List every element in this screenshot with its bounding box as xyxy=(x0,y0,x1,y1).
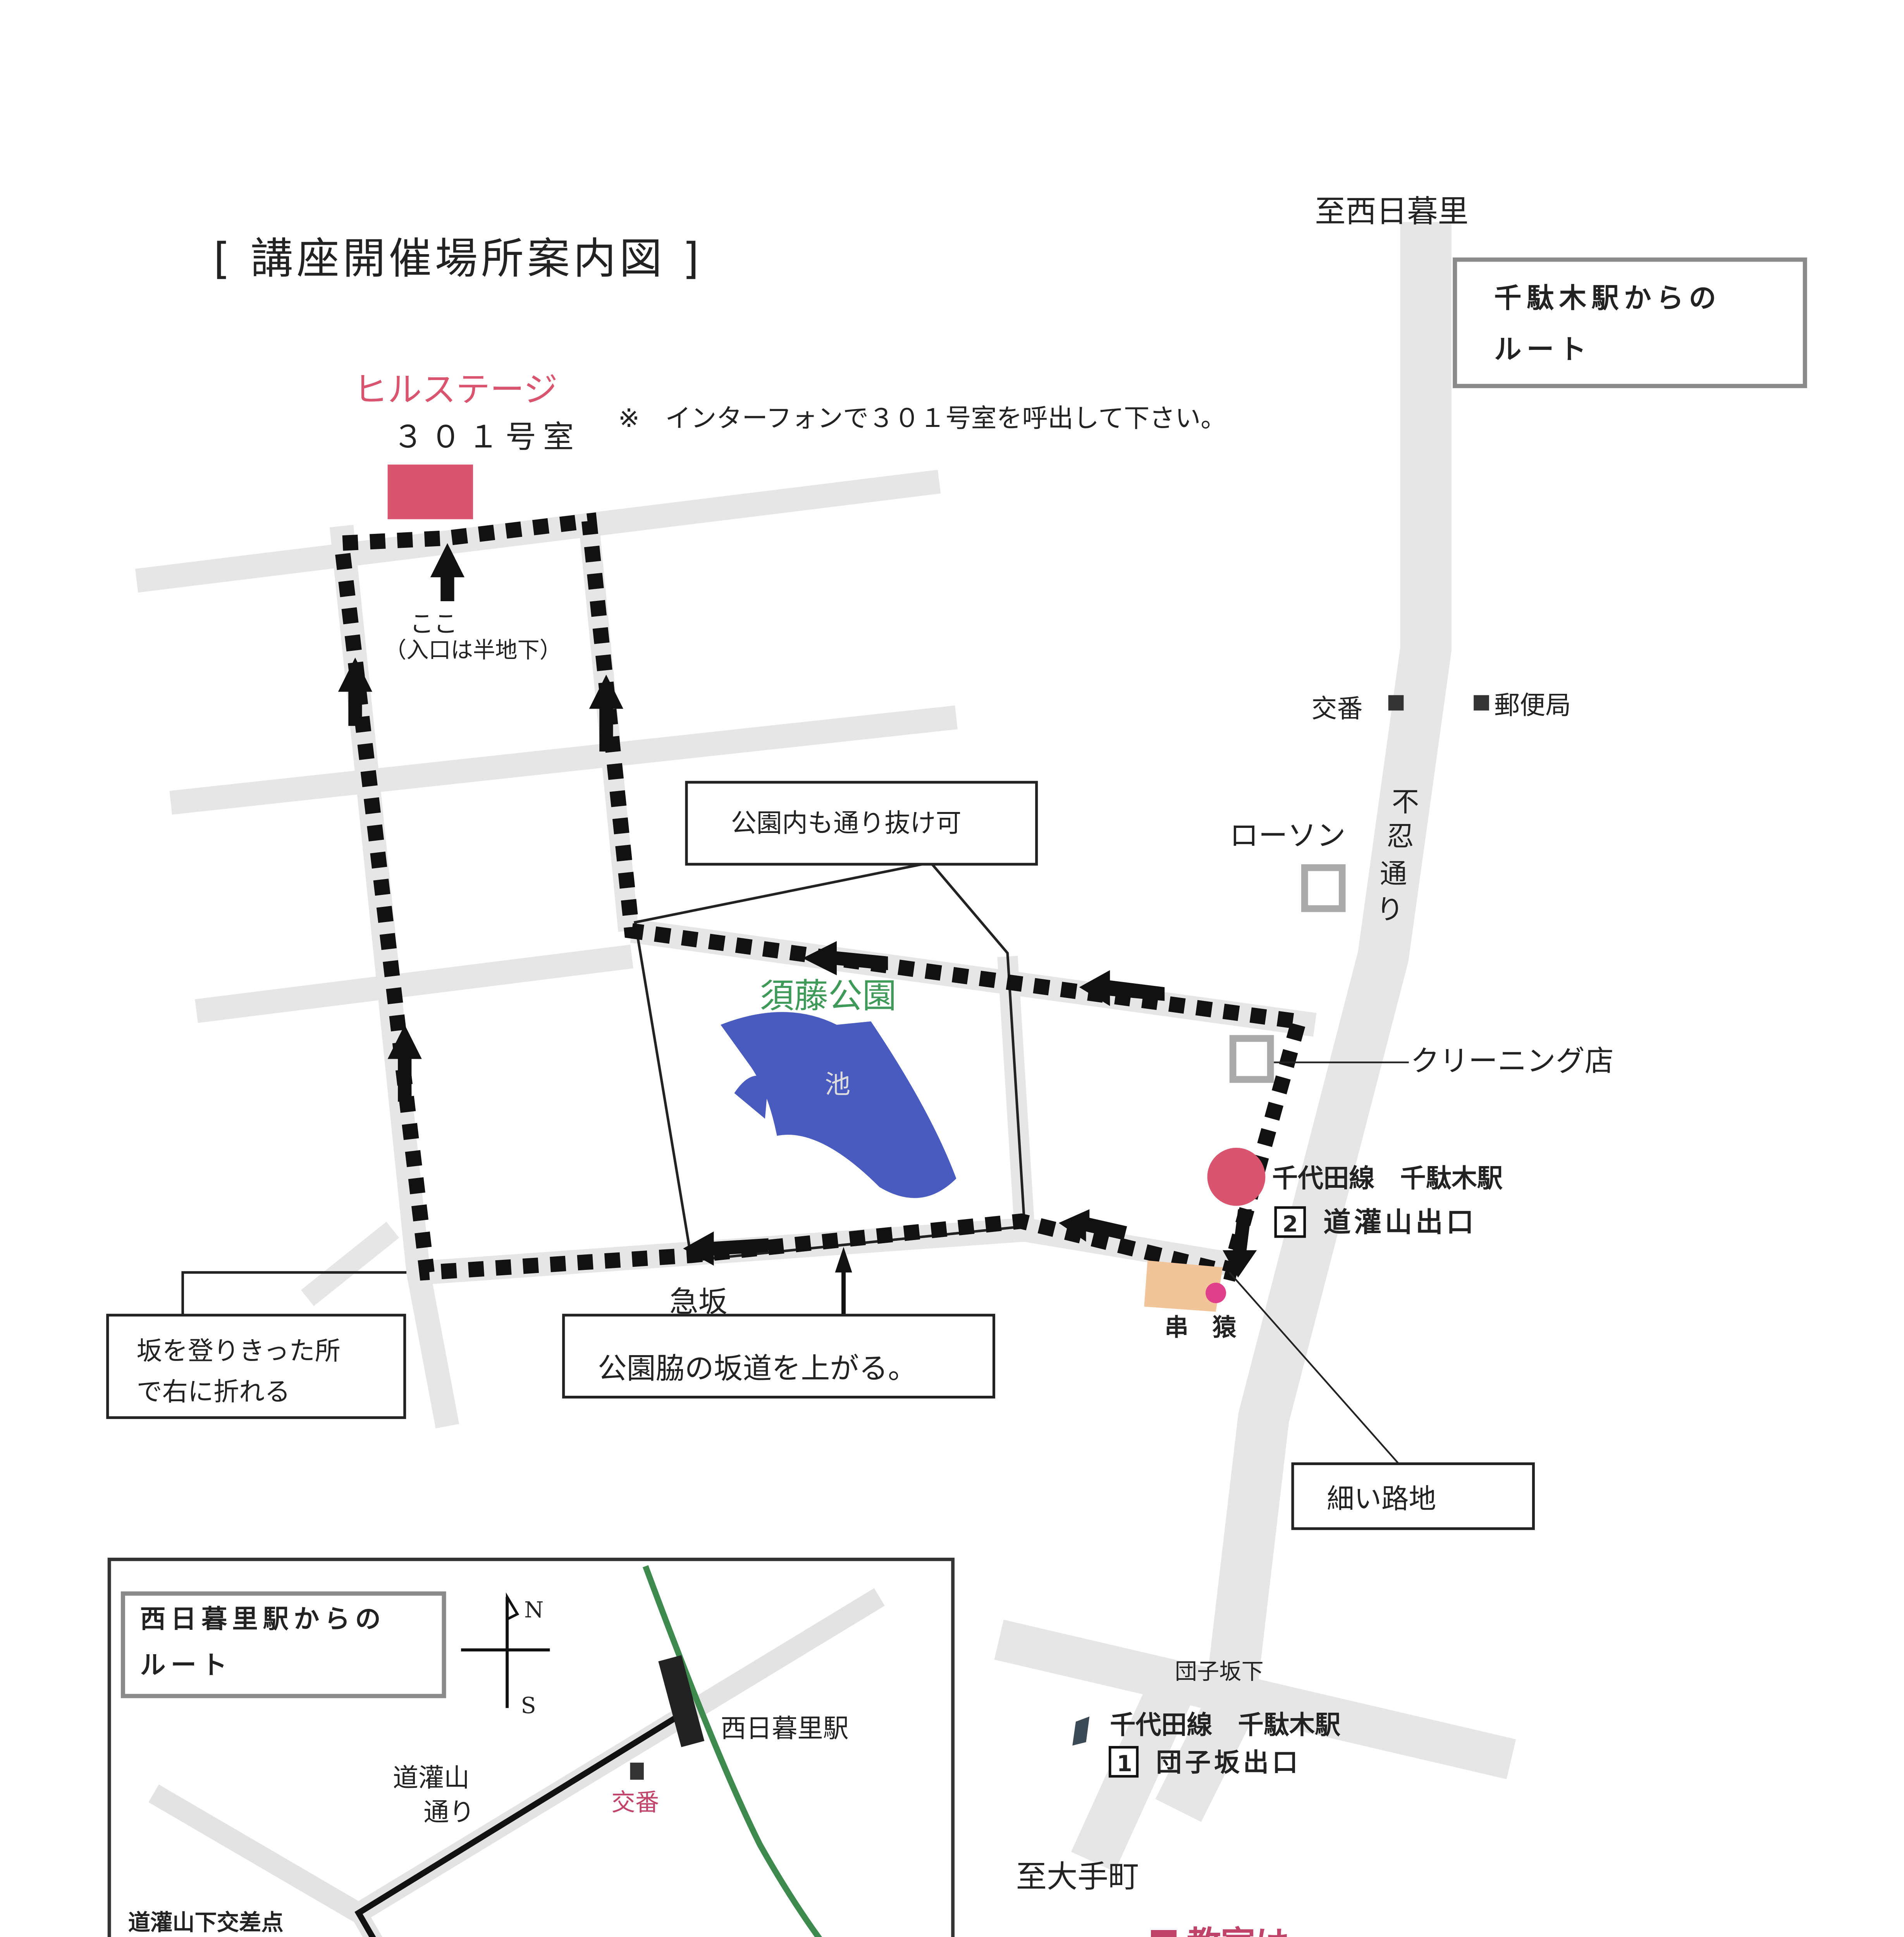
arrow-left-icon xyxy=(802,941,888,975)
kushizaru-label: 串 猿 xyxy=(1164,1314,1236,1342)
arrow-up-icon xyxy=(387,1025,422,1102)
exit1-name: 団子坂出口 xyxy=(1156,1748,1301,1777)
cleaning-shop-label: クリーニング店 xyxy=(1410,1044,1614,1078)
inset-route-title-box: 西日暮里駅からの ルート xyxy=(120,1591,446,1698)
narrow-alley-note: 細い路地 xyxy=(1291,1462,1535,1530)
room-number: ３０１号室 xyxy=(393,419,581,455)
koban-label: 交番 xyxy=(1311,694,1362,724)
svg-text:千駄木駅からの: 千駄木駅からの xyxy=(1494,282,1721,314)
compass: N S xyxy=(461,1592,550,1719)
exit2-name: 道灌山出口 xyxy=(1323,1206,1477,1238)
lawson-marker xyxy=(1301,864,1346,912)
svg-text:り: り xyxy=(1376,894,1404,925)
classroom-note: 教室は 千駄木ヒルステージ３階 301号室になります。 xyxy=(1151,1924,1289,1937)
svg-text:西日暮里駅からの: 西日暮里駅からの xyxy=(140,1604,386,1634)
route-arrows xyxy=(338,543,1257,1278)
post-office-marker xyxy=(1474,695,1489,711)
park-name: 須藤公園 xyxy=(760,976,897,1016)
exit1-number: 1 xyxy=(1117,1751,1132,1777)
svg-text:坂を登りきった所: 坂を登りきった所 xyxy=(137,1336,341,1366)
exit2-number: 2 xyxy=(1282,1211,1298,1237)
svg-text:教室は: 教室は xyxy=(1187,1924,1289,1937)
entrance-note: （入口は半地下） xyxy=(384,637,562,663)
arrow-down-icon xyxy=(1223,1209,1257,1278)
direction-north: 至西日暮里 xyxy=(1315,193,1469,229)
post-office-label: 郵便局 xyxy=(1494,690,1571,720)
arrow-left-icon xyxy=(1079,970,1165,1006)
park-through-note: 公園内も通り抜け可 xyxy=(685,781,1038,866)
station-exit1-marker xyxy=(1072,1716,1090,1746)
svg-text:ルート: ルート xyxy=(1494,334,1591,365)
north-arrow-icon xyxy=(506,1592,519,1621)
route-title-box: 千駄木駅からの ルート xyxy=(1453,257,1807,388)
svg-text:で右に折れる: で右に折れる xyxy=(137,1377,291,1407)
svg-text:N: N xyxy=(524,1597,544,1623)
svg-text:公園内も通り抜け可: 公園内も通り抜け可 xyxy=(731,808,961,838)
kushizaru-marker xyxy=(1206,1283,1226,1303)
steep-slope-label: 急坂 xyxy=(669,1285,728,1319)
street-name-shinobazu: 不 忍 通 り xyxy=(1376,786,1419,925)
cleaning-shop-marker xyxy=(1229,1035,1274,1083)
svg-text:通: 通 xyxy=(1380,858,1407,889)
hillstage-building xyxy=(387,464,473,520)
slope-note: 公園脇の坂道を上がる。 xyxy=(562,1314,996,1399)
arrow-up-icon xyxy=(338,657,372,726)
station-exit2-marker xyxy=(1207,1147,1266,1206)
nishinippori-station-marker xyxy=(658,1655,705,1747)
arrow-left-icon xyxy=(683,1231,769,1266)
inset-map: 西日暮里駅 交番 道灌山 通り 道灌山下交差点 不忍 通り 西日暮里駅からの ル… xyxy=(107,1557,955,1937)
svg-text:忍: 忍 xyxy=(1386,820,1414,852)
svg-text:通り: 通り xyxy=(423,1797,475,1827)
station-exit2-line: 千代田線 千駄木駅 xyxy=(1272,1163,1503,1193)
nishinippori-station-label: 西日暮里駅 xyxy=(721,1713,849,1743)
pond-label: 池 xyxy=(825,1070,850,1099)
direction-south: 至大手町 xyxy=(1016,1859,1139,1895)
svg-text:不: 不 xyxy=(1392,786,1419,818)
pond xyxy=(721,1012,956,1198)
dangozaka-shita-label: 団子坂下 xyxy=(1175,1658,1264,1684)
arrow-up-icon xyxy=(589,674,623,752)
kushizaru-shop xyxy=(1144,1260,1223,1312)
svg-text:公園脇の坂道を上がる。: 公園脇の坂道を上がる。 xyxy=(598,1351,917,1385)
square-bullet-icon xyxy=(1151,1930,1177,1937)
building-name: ヒルステージ xyxy=(353,370,557,409)
inset-koban-marker xyxy=(630,1762,644,1780)
station-exit1-line: 千代田線 千駄木駅 xyxy=(1110,1710,1340,1740)
page-title: [ 講座開催場所案内図 ] xyxy=(213,234,702,283)
koban-marker xyxy=(1388,695,1404,711)
park-outline xyxy=(634,861,1026,1262)
arrow-left-icon xyxy=(1059,1209,1127,1242)
intercom-note: ※ インターフォンで３０１号室を呼出して下さい。 xyxy=(618,403,1226,433)
lawson-label: ローソン xyxy=(1230,818,1346,852)
entrance-label: ここ xyxy=(410,610,458,638)
walking-route xyxy=(333,512,1305,1282)
svg-text:ルート: ルート xyxy=(140,1650,232,1680)
intersection-label: 道灌山下交差点 xyxy=(128,1909,284,1935)
inset-koban-label: 交番 xyxy=(611,1788,659,1816)
arrow-up-icon xyxy=(835,1247,852,1273)
svg-text:S: S xyxy=(521,1693,536,1719)
arrow-up-icon xyxy=(430,543,464,601)
turn-note: 坂を登りきった所 で右に折れる xyxy=(106,1271,407,1419)
svg-text:道灌山: 道灌山 xyxy=(393,1763,470,1793)
svg-text:細い路地: 細い路地 xyxy=(1327,1483,1436,1515)
